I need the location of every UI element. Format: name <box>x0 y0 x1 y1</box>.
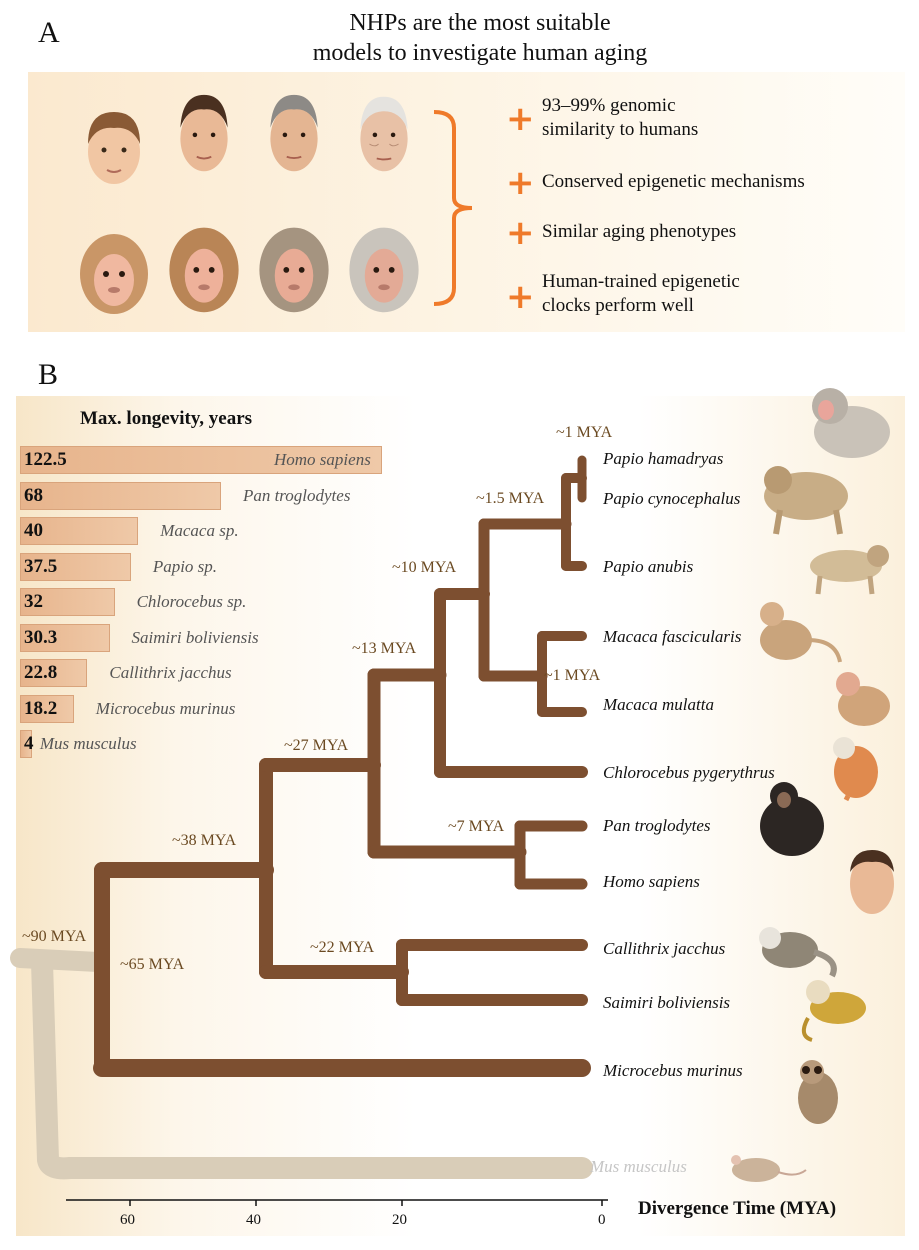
longevity-species: Chlorocebus sp. <box>136 592 247 611</box>
species-homo-sapiens: Homo sapiens <box>603 872 700 891</box>
animal-illustrations <box>731 388 894 1182</box>
young-macaque-illustration <box>80 234 148 314</box>
longevity-bar <box>20 588 115 616</box>
longevity-species: Papio sp. <box>152 556 218 576</box>
baboon-cynocephalus-illustration <box>764 466 848 535</box>
longevity-species: Saimiri boliviensis <box>131 627 259 647</box>
time-axis <box>66 1199 608 1206</box>
mouse-illustration <box>731 1155 807 1182</box>
longevity-value: 22.8 <box>24 662 58 683</box>
child-face-illustration <box>88 112 140 184</box>
longevity-bar <box>20 694 74 723</box>
plus-icon: + <box>506 213 535 253</box>
longevity-value: 40 <box>24 520 43 541</box>
primate-branches <box>93 455 591 1077</box>
adult-macaque-illustration <box>169 227 239 313</box>
middle-aged-face-illustration <box>270 94 318 172</box>
node-label-papio-anubis-split: ~1.5 MYA <box>476 490 545 507</box>
panel-b-letter: B <box>38 358 59 391</box>
node-label-catarrhini-split: ~27 MYA <box>284 737 349 754</box>
chimpanzee-illustration <box>760 782 824 856</box>
longevity-bar <box>20 446 382 474</box>
species-papio-hamadryas: Papio hamadryas <box>603 449 724 468</box>
node-label-papio-split: ~1 MYA <box>556 424 613 441</box>
plus-icon: + <box>506 163 535 203</box>
node-label-euarchontoglires-split: ~90 MYA <box>22 928 87 945</box>
species-microcebus-murinus: Microcebus murinus <box>603 1061 743 1080</box>
middle-aged-macaque-illustration <box>259 227 329 313</box>
longevity-bar <box>20 730 32 758</box>
longevity-value: 32 <box>24 591 43 612</box>
longevity-species: Homo sapiens <box>274 450 371 469</box>
plus-icon: + <box>506 99 535 139</box>
adult-face-illustration <box>180 94 228 172</box>
node-label-cercopithecinae-split: ~13 MYA <box>352 640 417 657</box>
species-pan-troglodytes: Pan troglodytes <box>603 816 711 835</box>
node-label-anthropoidea-split: ~38 MYA <box>172 832 237 849</box>
orange-bracket <box>433 110 473 306</box>
squirrel-monkey-illustration <box>801 980 866 1042</box>
longevity-bar <box>20 623 110 652</box>
species-callithrix-jacchus: Callithrix jacchus <box>603 939 726 958</box>
species-macaca-fascicularis: Macaca fascicularis <box>603 627 742 646</box>
species-chlorocebus-pygerythrus: Chlorocebus pygerythrus <box>603 763 775 782</box>
node-label-primates-split: ~65 MYA <box>120 956 185 973</box>
species-papio-cynocephalus: Papio cynocephalus <box>603 489 741 508</box>
longevity-species: Pan troglodytes <box>242 485 351 505</box>
baboon-hamadryas-illustration <box>812 388 890 458</box>
elderly-macaque-illustration <box>349 227 419 313</box>
longevity-species: Callithrix jacchus <box>109 663 232 682</box>
longevity-value: 37.5 <box>24 555 58 577</box>
longevity-value: 122.5 <box>24 449 67 470</box>
axis-tick-60: 60 <box>120 1212 135 1228</box>
panel-a-background: + 93–99% genomic similarity to humans + … <box>28 72 905 332</box>
longevity-species: Microcebus murinus <box>95 698 236 718</box>
bullet-genomic-similarity: 93–99% genomic similarity to humans <box>542 95 699 140</box>
axis-tick-40: 40 <box>246 1212 261 1228</box>
axis-title: Divergence Time (MYA) <box>638 1198 837 1219</box>
axis-tick-0: 0 <box>598 1212 606 1228</box>
longevity-value: 4 <box>24 733 34 754</box>
longevity-species: Mus musculus <box>39 734 137 753</box>
node-label-platyrrhini-split: ~22 MYA <box>310 939 375 956</box>
node-label-papionini-macaca-split: ~10 MYA <box>392 559 457 576</box>
marmoset-illustration <box>759 927 837 978</box>
node-label-macaca-split: ~1 MYA <box>544 667 601 684</box>
title-line-1: NHPs are the most suitable <box>349 10 611 36</box>
longevity-bar <box>20 552 131 581</box>
macaque-mulatta-illustration <box>836 672 890 726</box>
bullet-aging-phenotypes: Similar aging phenotypes <box>542 221 737 242</box>
longevity-title: Max. longevity, years <box>80 408 253 429</box>
outgroup-branch <box>10 948 593 1180</box>
elderly-face-illustration <box>360 96 408 172</box>
longevity-value: 18.2 <box>24 697 58 719</box>
human-face-illustration <box>850 850 894 914</box>
longevity-species: Macaca sp. <box>160 521 239 540</box>
bullet-epigenetic-clocks: Human-trained epigenetic clocks perform … <box>542 271 740 316</box>
longevity-bar <box>20 517 139 545</box>
chlorocebus-illustration <box>833 737 878 802</box>
species-papio-anubis: Papio anubis <box>603 557 694 576</box>
macaque-fascicularis-illustration <box>760 602 842 663</box>
longevity-bar <box>20 481 221 510</box>
plus-icon: + <box>506 277 535 317</box>
longevity-value: 30.3 <box>24 626 58 648</box>
bullet-epigenetic-mechanisms: Conserved epigenetic mechanisms <box>542 171 805 192</box>
panel-a-letter: A <box>38 16 60 49</box>
mouse-lemur-illustration <box>798 1060 838 1124</box>
longevity-bar <box>20 659 88 687</box>
axis-tick-20: 20 <box>392 1212 407 1228</box>
species-macaca-mulatta: Macaca mulatta <box>603 695 714 714</box>
species-mus-musculus: Mus musculus <box>590 1157 687 1176</box>
panel-a-title: NHPs are the most suitable models to inv… <box>200 8 760 68</box>
node-label-hominini-split: ~7 MYA <box>448 818 505 835</box>
longevity-value: 68 <box>24 484 43 506</box>
baboon-anubis-illustration <box>810 545 889 595</box>
panel-b-background <box>16 396 905 1236</box>
species-saimiri-boliviensis: Saimiri boliviensis <box>603 993 731 1012</box>
title-line-2: models to investigate human aging <box>312 40 648 66</box>
